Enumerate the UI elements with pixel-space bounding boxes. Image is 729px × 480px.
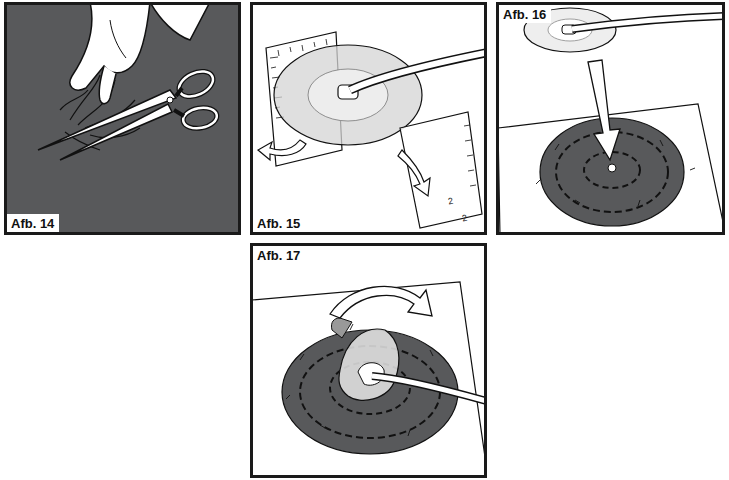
- remove-release-paper-part: [339, 329, 399, 400]
- apply-base-plate-part: [584, 152, 640, 188]
- figure-number: Afb. 17: [257, 248, 300, 263]
- hair-clipping-part: [60, 104, 172, 160]
- remove-release-paper-part: [372, 376, 486, 402]
- remove-release-paper-part: [372, 376, 486, 402]
- remove-release-paper-part: [282, 330, 458, 454]
- apply-base-plate: [498, 8, 724, 234]
- remove-release-paper-part: [330, 286, 432, 318]
- hair-clipping-part: [175, 66, 217, 101]
- liner-peeling: [258, 32, 486, 228]
- figure-tag: Afb. 14: [7, 214, 59, 232]
- hair-clipping: [5, 3, 240, 234]
- apply-base-plate-part: [572, 16, 724, 29]
- liner-peeling-part: [350, 52, 486, 90]
- remove-release-paper: [252, 282, 486, 477]
- hair-clipping-part: [174, 88, 184, 116]
- hair-clipping-part: [5, 3, 240, 234]
- apply-base-plate-part: [588, 60, 620, 160]
- apply-base-plate-part: [536, 140, 695, 206]
- hair-clipping-part: [175, 66, 217, 101]
- figure-panel: Afb. 14: [4, 2, 241, 235]
- figure-tag: Afb. 15: [253, 214, 305, 232]
- hair-clipping-part: [110, 20, 126, 58]
- hair-clipping-part: [182, 105, 219, 131]
- figure-panel: Afb. 17: [250, 243, 487, 478]
- liner-peeling-part: [398, 150, 430, 196]
- hair-clipping-part: [99, 66, 116, 104]
- liner-peeling-part: [258, 140, 306, 160]
- figure-tag: Afb. 17: [253, 246, 305, 264]
- remove-release-paper-part: [331, 318, 352, 338]
- figure-panel: Afb. 16: [496, 2, 725, 235]
- apply-base-plate-part: [608, 164, 616, 172]
- apply-base-plate-part: [572, 16, 724, 29]
- remove-release-paper-part: [252, 282, 486, 477]
- apply-base-plate-part: [498, 104, 724, 234]
- figure-number: Afb. 16: [503, 7, 546, 22]
- figure-tag: Afb. 16: [499, 5, 551, 23]
- liner-peeling-part: [464, 125, 476, 186]
- figure-number: Afb. 15: [257, 216, 300, 231]
- hair-clipping-part: [167, 97, 173, 103]
- figure-number: Afb. 14: [11, 216, 54, 231]
- hair-clipping-part: [150, 3, 210, 40]
- liner-peeling-part: [350, 52, 486, 90]
- apply-base-plate-part: [536, 140, 695, 206]
- hair-clipping-part: [182, 105, 219, 131]
- hair-clipping-part: [38, 90, 176, 150]
- liner-peeling-part: [464, 125, 476, 186]
- hair-clipping-part: [60, 90, 88, 110]
